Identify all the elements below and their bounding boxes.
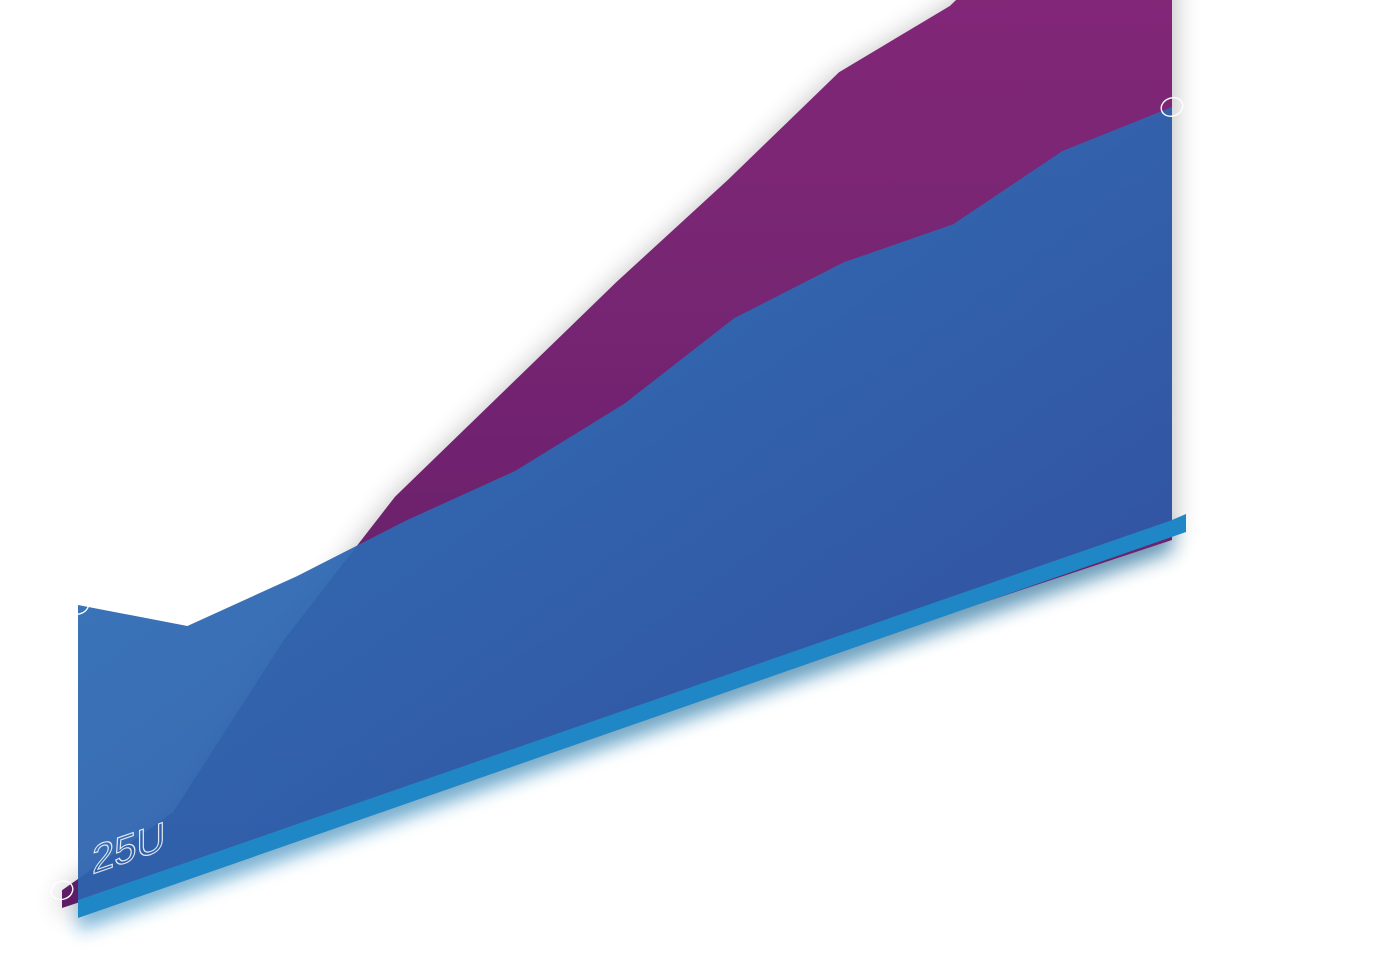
baseline-strip	[78, 514, 1186, 918]
series-1-point-1	[50, 880, 74, 901]
area-series-2	[78, 107, 1172, 900]
marker-layer	[50, 97, 1184, 901]
baseline-strip-layer	[78, 514, 1186, 918]
series-2-point-1	[66, 595, 90, 615]
series-2-point-11	[1160, 97, 1184, 117]
area-series-layer	[62, 0, 1172, 908]
